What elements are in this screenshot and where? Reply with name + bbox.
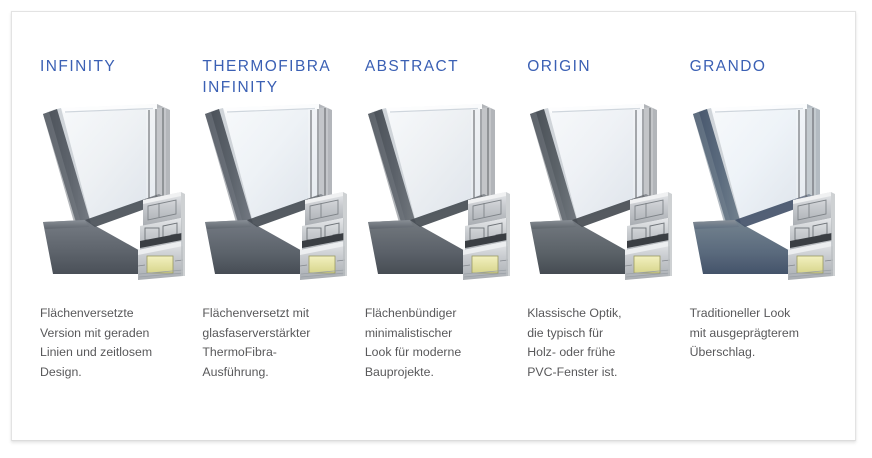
profile-cut-section [787,192,833,280]
window-profile-abstract [364,100,516,280]
reinforcement-core [796,255,824,274]
profile-drawing [692,104,835,280]
variant-caption-grando: Traditioneller Look mit ausgeprägterem Ü… [689,306,799,359]
variant-column-origin[interactable]: ORIGIN [518,56,680,382]
profile-cut-section [625,192,671,280]
variant-title-infinity: INFINITY [40,58,117,75]
variant-title-abstract: ABSTRACT [364,58,460,75]
profile-cut-section [462,192,508,280]
profile-cut-section [137,192,184,280]
reinforcement-core [471,255,499,274]
window-profile-origin [526,100,678,280]
window-profile-thermofibra-infinity [201,100,353,280]
profile-drawing [530,104,673,280]
variant-title-origin: ORIGIN [527,58,592,75]
variant-caption-abstract: Flächenbündiger minimalistischer Look fü… [364,306,462,379]
reinforcement-core [309,255,336,274]
variant-caption-origin: Klassische Optik, die typisch für Holz- … [527,306,622,379]
variants-grid: INFINITY [31,56,843,382]
reinforcement-core [146,255,174,274]
window-profile-grando [689,100,841,280]
variant-column-infinity[interactable]: INFINITY [31,56,193,382]
variant-title-thermofibra-infinity: THERMOFIBRA INFINITY [202,58,332,96]
profile-cut-section [300,192,346,280]
reinforcement-core [633,255,661,274]
variant-title-grando: GRANDO [689,58,767,75]
profile-drawing [367,104,510,280]
profile-drawing [43,104,185,280]
variant-column-abstract[interactable]: ABSTRACT [356,56,518,382]
variant-column-thermofibra-infinity[interactable]: THERMOFIBRA INFINITY [193,56,355,382]
variant-caption-infinity: Flächenversetzte Version mit geraden Lin… [40,306,153,379]
window-profile-infinity [39,100,191,280]
profile-drawing [205,104,348,280]
variant-column-grando[interactable]: GRANDO [681,56,843,363]
variant-caption-thermofibra-infinity: Flächenversetzt mit glasfaserverstärkter… [202,306,311,379]
product-variants-card: INFINITY [11,11,856,441]
